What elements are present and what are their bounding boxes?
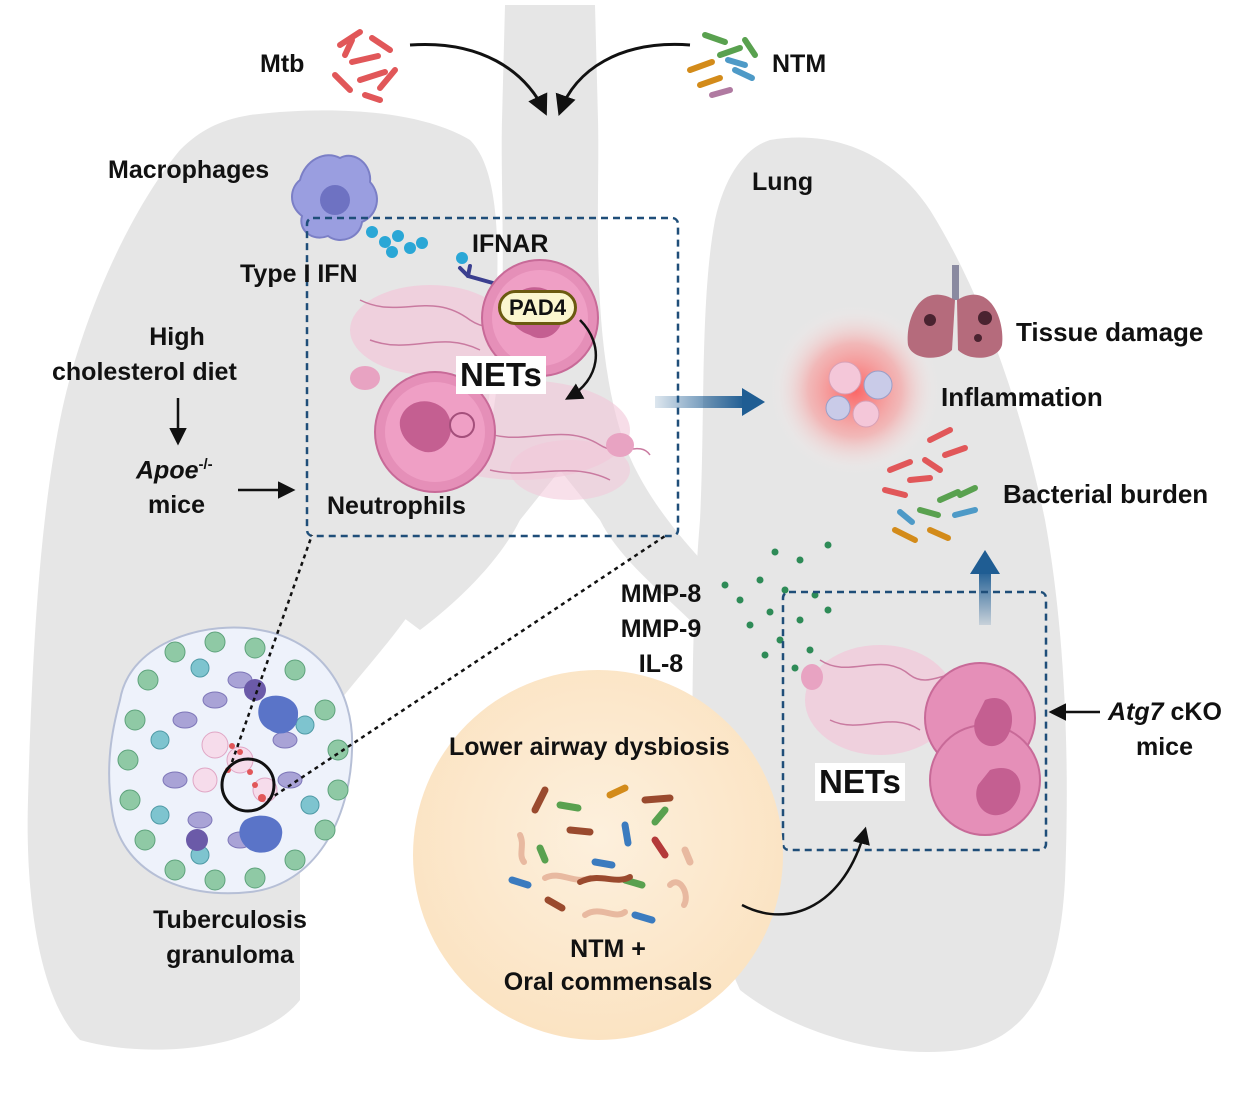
inflammation-icon	[770, 305, 940, 475]
apoe-superscript: -/-	[198, 456, 213, 473]
dysbiosis-circle	[413, 670, 783, 1040]
ifnar-label: IFNAR	[472, 230, 549, 258]
mice-label-right: mice	[1136, 733, 1193, 761]
ckb-suffix: cKO	[1163, 698, 1222, 726]
bacterial-burden-icon	[882, 427, 978, 543]
mtb-label: Mtb	[260, 50, 305, 78]
neutrophil-icon-right	[924, 662, 1041, 836]
ntm-bacteria-icon	[687, 32, 758, 98]
nets-label-top: NETs	[456, 356, 546, 394]
bacterial-burden-label: Bacterial burden	[1003, 479, 1209, 509]
inflammation-label: Inflammation	[941, 382, 1103, 412]
macrophages-label: Macrophages	[108, 156, 270, 184]
ntm-label: NTM	[772, 50, 827, 78]
damaged-lung-icon	[907, 265, 1003, 358]
nets-label-bottom: NETs	[815, 763, 905, 801]
granuloma-zoom-circle	[220, 757, 276, 813]
dysbiosis-arrow	[741, 826, 870, 916]
blue-arrow-right	[655, 388, 765, 416]
neutrophil-icon-bottom	[374, 371, 496, 493]
high-chol-line2: cholesterol diet	[52, 358, 237, 386]
tissue-damage-label: Tissue damage	[1016, 317, 1204, 347]
granuloma-icon	[108, 626, 354, 895]
high-chol-line1: High	[149, 323, 205, 351]
il8-label: IL-8	[638, 650, 684, 678]
mice-label-left: mice	[148, 491, 205, 519]
type1ifn-label: Type I IFN	[240, 260, 358, 288]
mmp9-label: MMP-9	[620, 615, 702, 643]
mtb-arrow	[409, 42, 548, 116]
blue-arrow-up	[970, 550, 1000, 625]
nets-box-top	[305, 216, 680, 538]
ifnar-receptor-icon	[458, 264, 502, 287]
ifn-dots	[366, 226, 468, 264]
mmp-dots	[721, 541, 832, 672]
dysbiosis-label: Lower airway dysbiosis	[449, 733, 730, 761]
atg7-label: Atg7 cKO	[1108, 698, 1222, 727]
granuloma-line2: granuloma	[166, 941, 294, 969]
zoom-line-1	[230, 534, 314, 763]
pad4-arrow	[564, 319, 598, 400]
atg7-gene: Atg7	[1108, 698, 1164, 726]
granuloma-line1: Tuberculosis	[153, 906, 307, 934]
nets-box-bottom	[781, 590, 1048, 852]
oral-commensals-label: Oral commensals	[503, 968, 713, 996]
ntm-plus-label: NTM +	[570, 935, 646, 963]
apoe-label: Apoe-/-	[136, 456, 213, 485]
apoe-gene: Apoe	[136, 456, 199, 485]
mmp8-label: MMP-8	[620, 580, 702, 608]
neutrophils-label: Neutrophils	[327, 492, 466, 520]
mtb-bacteria-icon	[332, 29, 398, 103]
ntm-arrow	[555, 42, 691, 116]
lung-label: Lung	[752, 168, 814, 196]
pad4-badge: PAD4	[498, 290, 578, 326]
oral-commensals-icon	[508, 784, 694, 924]
